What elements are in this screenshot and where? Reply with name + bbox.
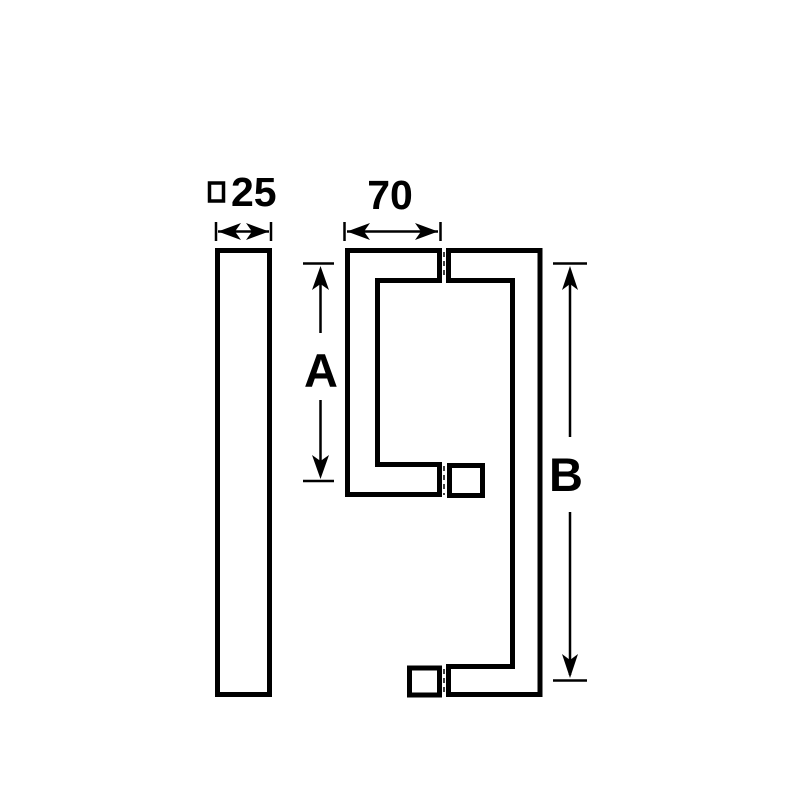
dimension-70 — [343, 222, 442, 241]
dim-25-arrowhead-right — [246, 223, 269, 240]
mid-mounting-pad — [447, 463, 485, 498]
square-section-icon — [207, 181, 226, 203]
dim-25-arrowhead-left — [218, 223, 241, 240]
label-dim-b: B — [549, 448, 583, 501]
dimension-25 — [214, 222, 273, 241]
side-view — [345, 248, 543, 698]
long-handle-profile — [446, 248, 543, 697]
dim-b-arrowhead-down — [562, 654, 578, 678]
dim-b-arrowhead-up — [562, 266, 578, 290]
dim-a-arrowhead-up — [312, 266, 329, 290]
dimension-b — [553, 262, 587, 682]
label-dim-a: A — [304, 344, 338, 397]
label-offset-width: 70 — [367, 172, 413, 218]
short-handle-profile — [345, 248, 442, 497]
dim-70-arrowhead-right — [415, 223, 438, 240]
label-section-size: 25 — [231, 169, 277, 215]
bottom-mounting-pad — [407, 665, 442, 698]
front-view — [215, 248, 272, 697]
dim-a-arrowhead-down — [312, 455, 329, 479]
labels: 25 70 A B — [207, 169, 583, 501]
handle-bar-front — [215, 248, 272, 697]
dimension-a — [303, 262, 334, 483]
dim-70-arrowhead-left — [347, 223, 370, 240]
